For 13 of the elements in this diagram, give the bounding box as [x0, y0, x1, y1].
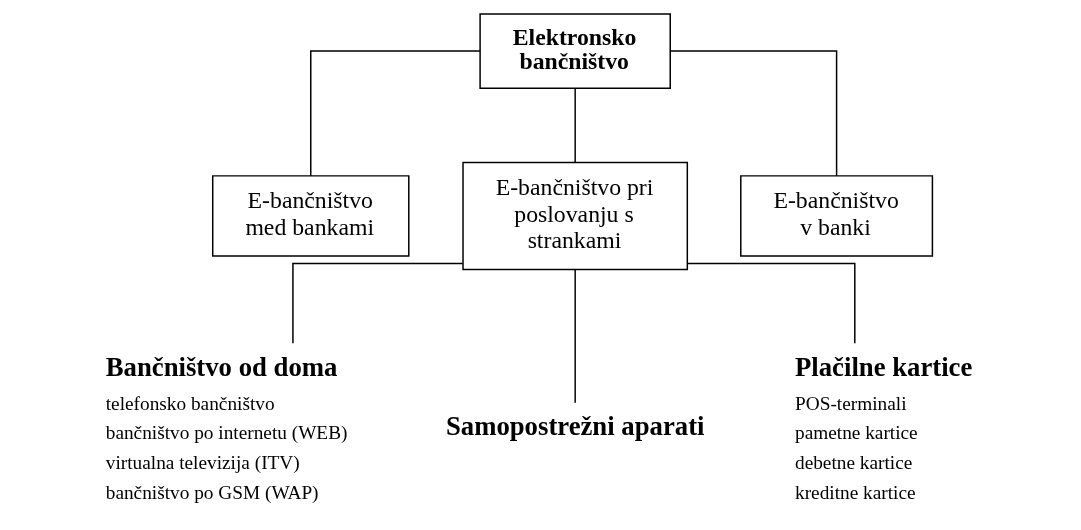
node-box: E-bančništvo pri poslovanju s strankami [461, 161, 688, 271]
connector [573, 87, 576, 164]
connector [291, 262, 464, 345]
node-box: Elektronsko bančništvo [478, 13, 671, 89]
node-text: Samopostrežni aparati [445, 410, 704, 441]
connector [309, 50, 481, 177]
node-text: Plačilne kartice POS-terminali pametne kartice debetne kartice kreditne kartice [794, 351, 972, 503]
node-box: E-bančništvo v banki [739, 175, 933, 257]
node-box: E-bančništvo med bankami [211, 175, 410, 257]
connector [686, 262, 856, 345]
connector [573, 269, 576, 404]
connector [669, 50, 837, 177]
node-text: Bančništvo od doma telefonsko bančništvo bančništvo po internetu (WEB) virtualna televizija (ITV) bančništvo po GSM (WAP) [105, 351, 347, 503]
